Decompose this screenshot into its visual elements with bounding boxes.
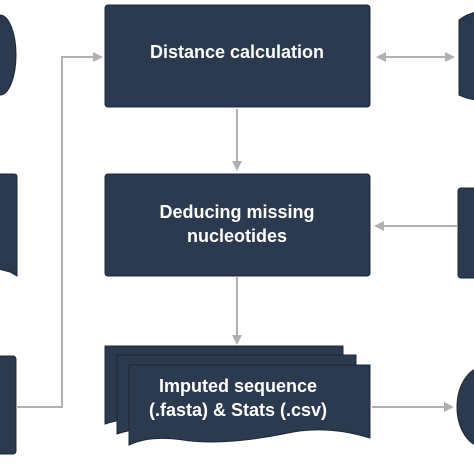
node-distance-box: [104, 4, 371, 108]
left-middle-document-partial: [0, 173, 18, 277]
node-deducing-label: Deducing missing nucleotides: [159, 202, 314, 246]
document-sheet-front: [128, 364, 371, 446]
left-bottom-box-partial: [0, 355, 17, 455]
node-distance-calculation: Distance calculation: [104, 4, 371, 108]
node-deducing-box: [104, 173, 371, 277]
node-deducing-missing: Deducing missing nucleotides: [104, 173, 371, 277]
node-distance-label: Distance calculation: [150, 42, 324, 62]
node-label-line: Deducing missing: [159, 202, 314, 222]
node-imputed-sequence: Imputed sequence (.fasta) & Stats (.csv): [104, 345, 371, 446]
right-top-database-partial: [458, 12, 474, 101]
node-imputed-label: Imputed sequence (.fasta) & Stats (.csv): [149, 376, 327, 420]
arrow-input-to-distance: [16, 52, 103, 408]
node-label-line: Imputed sequence: [159, 376, 317, 396]
node-label-line: nucleotides: [187, 226, 287, 246]
right-bottom-circle-partial: [456, 369, 474, 445]
node-label-line: (.fasta) & Stats (.csv): [149, 400, 327, 420]
node-label-line: Distance calculation: [150, 42, 324, 62]
right-middle-box-partial: [457, 187, 474, 279]
left-top-circle-partial: [0, 14, 17, 96]
